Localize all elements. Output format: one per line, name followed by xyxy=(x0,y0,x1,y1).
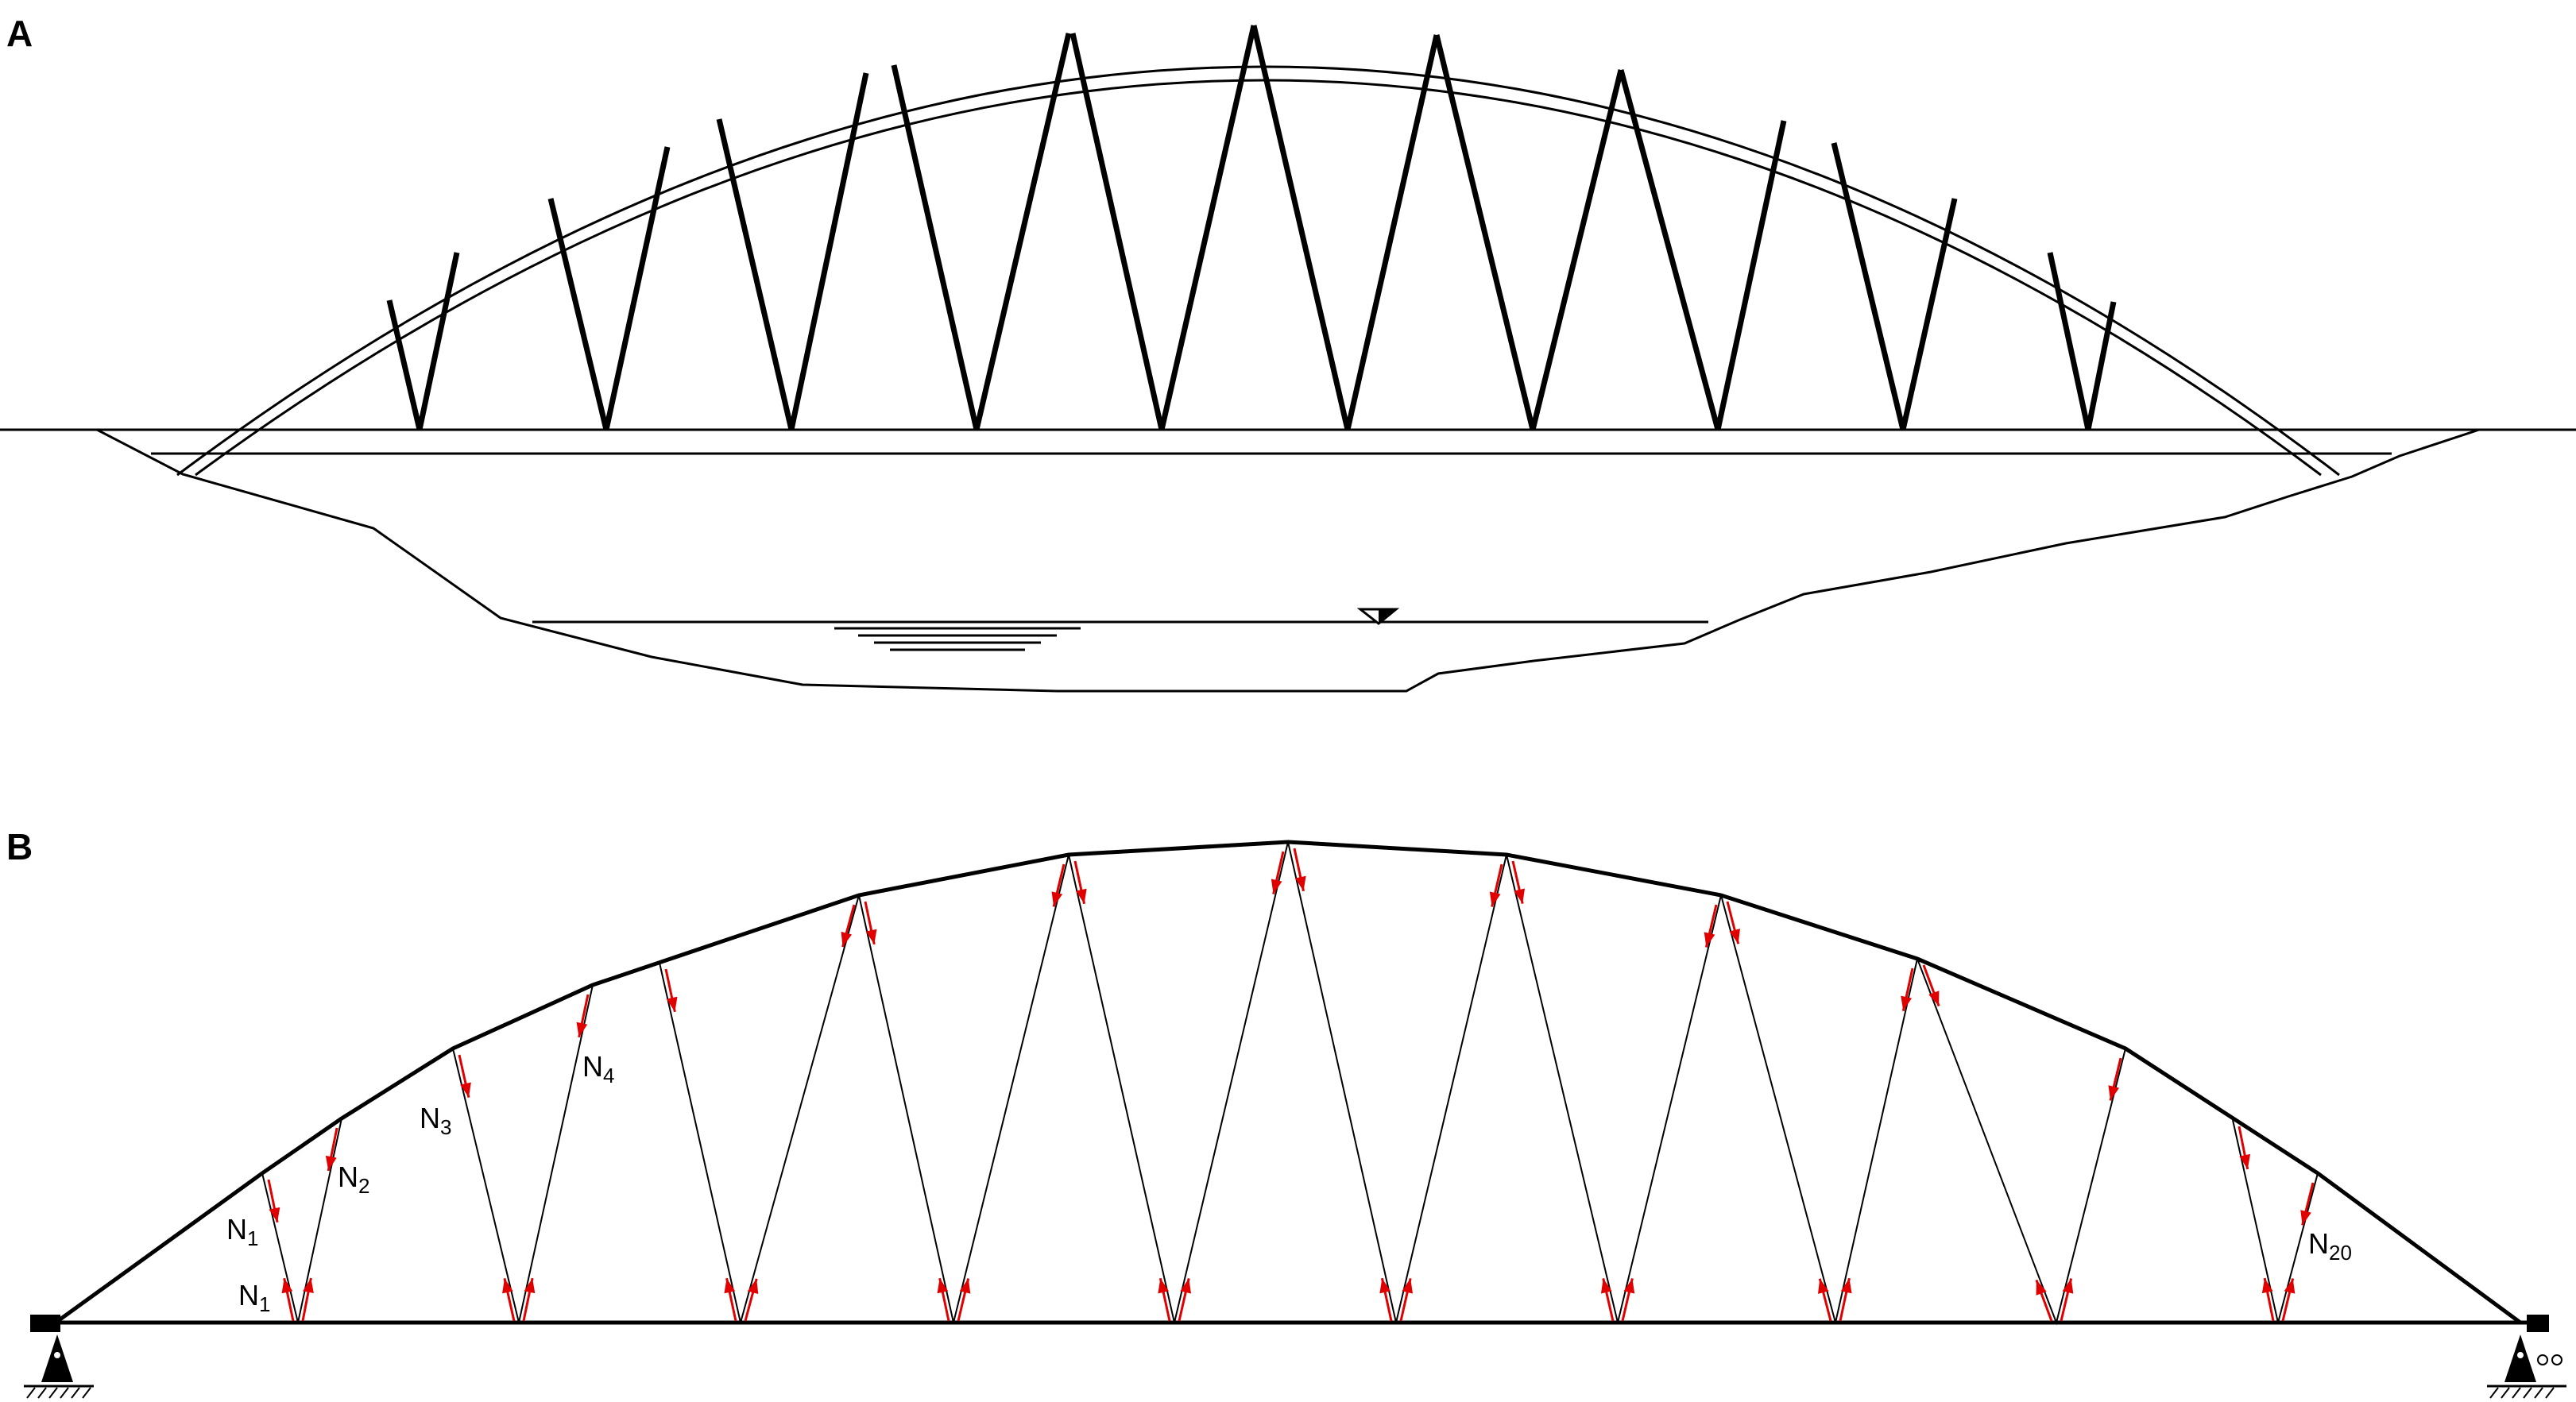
force-arrow-head xyxy=(2300,1210,2311,1226)
force-arrow-head xyxy=(1817,1278,1829,1294)
force-arrow-head xyxy=(1600,1278,1612,1294)
hanger-b xyxy=(452,984,594,1323)
force-arrow-head xyxy=(2284,1278,2296,1294)
force-arrow-head xyxy=(1623,1278,1635,1294)
hanger-b xyxy=(1068,841,1289,1323)
force-arrow-head xyxy=(524,1278,536,1294)
panel-b-label: B xyxy=(6,826,33,867)
hanger-group xyxy=(386,25,2117,431)
force-arrow-head xyxy=(2239,1153,2251,1169)
hanger-b xyxy=(1720,894,1918,1323)
force-arrow-head xyxy=(747,1278,759,1295)
hanger-pair xyxy=(1831,142,1958,431)
panel-b-structural-model: B xyxy=(6,826,2566,1399)
left-support xyxy=(24,1315,94,1399)
label-n1-lower: N1 xyxy=(238,1279,270,1316)
force-arrow-head xyxy=(937,1278,949,1294)
hanger-b-group xyxy=(261,841,2319,1326)
force-arrow-head xyxy=(865,929,877,944)
hanger-b xyxy=(261,1118,342,1323)
force-arrow-head xyxy=(2036,1280,2047,1296)
force-arrow-head xyxy=(2062,1278,2074,1294)
hanger-b xyxy=(1917,958,2126,1326)
water-level-marker xyxy=(1356,608,1400,625)
hanger-pair xyxy=(891,33,1072,431)
label-n20: N20 xyxy=(2308,1227,2352,1265)
force-arrow-head xyxy=(502,1278,513,1294)
hanger-pair xyxy=(547,146,671,431)
force-arrow-head xyxy=(1180,1278,1192,1294)
hanger-pair xyxy=(386,252,460,431)
force-arrow-head xyxy=(303,1277,314,1293)
arch-rib-inner xyxy=(195,79,2322,477)
force-arrow-head xyxy=(1158,1278,1170,1294)
force-arrow-head xyxy=(1840,1278,1852,1294)
panel-a-label: A xyxy=(6,13,33,54)
hanger-b xyxy=(659,894,860,1323)
force-arrow-head xyxy=(1075,888,1087,904)
label-n4: N4 xyxy=(582,1050,614,1087)
label-n3: N3 xyxy=(420,1102,451,1139)
force-arrow-head xyxy=(2261,1278,2273,1294)
force-arrow-head xyxy=(1901,995,1912,1011)
force-arrow-head xyxy=(269,1207,280,1222)
hanger-b xyxy=(2232,1119,2319,1323)
label-n2: N2 xyxy=(338,1161,369,1198)
hanger-pair xyxy=(1618,69,1787,431)
hanger-pair xyxy=(2047,252,2117,431)
force-arrow-group xyxy=(267,848,2315,1322)
force-arrow-head xyxy=(576,1022,588,1037)
force-arrow-head xyxy=(1402,1278,1414,1294)
force-arrow-head xyxy=(1294,875,1306,891)
hanger-b xyxy=(1287,841,1507,1323)
hanger-pair xyxy=(716,72,869,431)
hanger-pair xyxy=(1069,25,1257,431)
hanger-pair xyxy=(1251,25,1440,431)
force-arrow-head xyxy=(1489,891,1501,907)
force-arrow-head xyxy=(1271,879,1282,894)
force-arrow-head xyxy=(724,1278,736,1294)
force-arrow-head xyxy=(460,1082,471,1098)
force-arrow-head xyxy=(1729,929,1740,944)
force-arrow-head xyxy=(1051,891,1063,907)
water-hatch-lines xyxy=(834,627,1081,651)
force-arrow-head xyxy=(841,931,853,948)
force-arrow-head xyxy=(1514,888,1526,904)
force-arrow-head xyxy=(1704,932,1715,948)
force-arrow-head xyxy=(2108,1085,2120,1101)
force-arrow-head xyxy=(666,996,678,1012)
hanger-b xyxy=(1506,854,1722,1323)
force-arrow-head xyxy=(281,1278,293,1294)
label-n1-upper: N1 xyxy=(226,1213,258,1250)
force-arrow-head xyxy=(1928,991,1940,1006)
arch-rib-outer xyxy=(176,65,2340,477)
force-arrow-head xyxy=(959,1278,971,1294)
force-arrow-head xyxy=(325,1155,337,1171)
arch-polyline xyxy=(54,840,2522,1325)
hanger-b xyxy=(858,854,1069,1323)
riverbed-profile xyxy=(96,428,2480,693)
panel-a-bridge-elevation: A xyxy=(0,13,2576,693)
hanger-pair xyxy=(1433,34,1624,431)
right-support xyxy=(2487,1315,2566,1399)
force-arrow-head xyxy=(1379,1278,1391,1294)
